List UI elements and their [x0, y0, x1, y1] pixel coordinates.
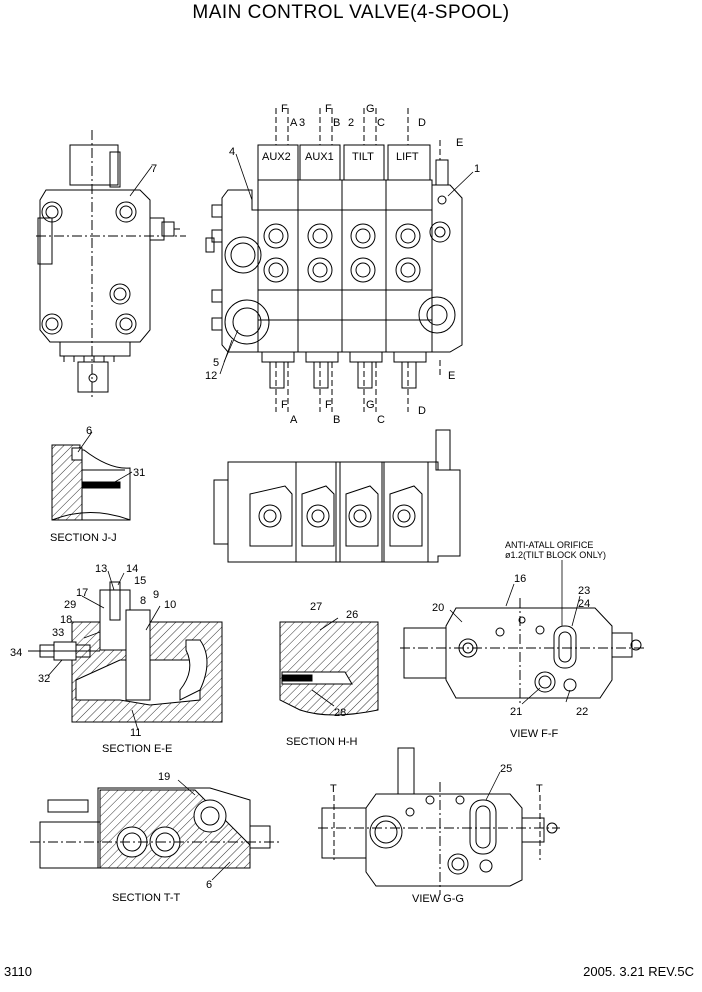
orifice-note-line1: ANTI-ATALL ORIFICE	[505, 540, 593, 550]
part-number: 3	[299, 117, 305, 129]
spool-label: TILT	[352, 151, 374, 163]
section-marker: F	[325, 103, 332, 115]
part-number: 4	[229, 146, 235, 158]
part-number: 6	[86, 425, 92, 437]
plan-view	[213, 429, 461, 563]
section-marker: B	[333, 117, 340, 129]
section-marker: D	[418, 117, 426, 129]
spool-label: AUX2	[262, 151, 291, 163]
part-number: 12	[205, 370, 217, 382]
section-marker: F	[281, 399, 288, 411]
section-marker: G	[366, 399, 375, 411]
part-number: 17	[76, 587, 88, 599]
section-marker: F	[325, 399, 332, 411]
part-number: 14	[126, 563, 138, 575]
part-number: 9	[153, 589, 159, 601]
spool-label: AUX1	[305, 151, 334, 163]
side-view	[36, 130, 186, 400]
part-number: 22	[576, 706, 588, 718]
part-number: 10	[164, 599, 176, 611]
revision-date: 2005. 3.21 REV.5C	[583, 964, 694, 979]
leader-lines	[47, 153, 581, 881]
section-marker: A	[290, 117, 298, 129]
caption-view-gg: VIEW G-G	[412, 893, 464, 905]
drawing-title: MAIN CONTROL VALVE(4-SPOOL)	[192, 2, 510, 23]
part-number: 28	[334, 707, 346, 719]
view-gg	[318, 747, 560, 895]
spool-label: LIFT	[396, 151, 419, 163]
section-marker: T	[536, 783, 543, 795]
section-marker: F	[281, 103, 288, 115]
part-number: 6	[206, 879, 212, 891]
section-marker: A	[290, 414, 298, 426]
part-number: 1	[474, 163, 480, 175]
part-number: 25	[500, 763, 512, 775]
page-number: 3110	[4, 964, 32, 979]
part-number: 20	[432, 602, 444, 614]
section-ee	[28, 581, 223, 723]
section-marker: E	[456, 137, 463, 149]
part-number: 33	[52, 627, 64, 639]
orifice-note-line2: ø1.2(TILT BLOCK ONLY)	[505, 550, 606, 560]
section-marker: C	[377, 117, 385, 129]
part-number: 5	[213, 357, 219, 369]
section-marker: T	[330, 783, 337, 795]
part-number: 23	[578, 585, 590, 597]
part-number: 21	[510, 706, 522, 718]
caption-section-jj: SECTION J-J	[50, 532, 117, 544]
part-number: 7	[151, 163, 157, 175]
caption-section-ee: SECTION E-E	[102, 743, 172, 755]
part-number: 24	[578, 598, 590, 610]
section-marker: 2	[348, 117, 354, 129]
part-number: 27	[310, 601, 322, 613]
part-number: 15	[134, 575, 146, 587]
part-number: 13	[95, 563, 107, 575]
section-hh	[279, 621, 379, 716]
part-number: 8	[140, 595, 146, 607]
part-number: 16	[514, 573, 526, 585]
front-view	[205, 108, 463, 412]
caption-view-ff: VIEW F-F	[510, 728, 559, 740]
section-marker: B	[333, 414, 340, 426]
part-number: 26	[346, 609, 358, 621]
part-number: 11	[130, 727, 141, 739]
part-number: 18	[60, 614, 72, 626]
part-number: 19	[158, 771, 170, 783]
section-tt	[30, 787, 280, 869]
part-number: 34	[10, 647, 22, 659]
section-jj	[51, 444, 131, 521]
caption-section-hh: SECTION H-H	[286, 736, 358, 748]
part-number: 32	[38, 673, 50, 685]
view-ff	[400, 598, 645, 705]
caption-section-tt: SECTION T-T	[112, 892, 181, 904]
part-number: 31	[133, 467, 145, 479]
section-marker: C	[377, 414, 385, 426]
section-marker: G	[366, 103, 375, 115]
section-marker: E	[448, 370, 455, 382]
section-marker: D	[418, 405, 426, 417]
part-number: 29	[64, 599, 76, 611]
